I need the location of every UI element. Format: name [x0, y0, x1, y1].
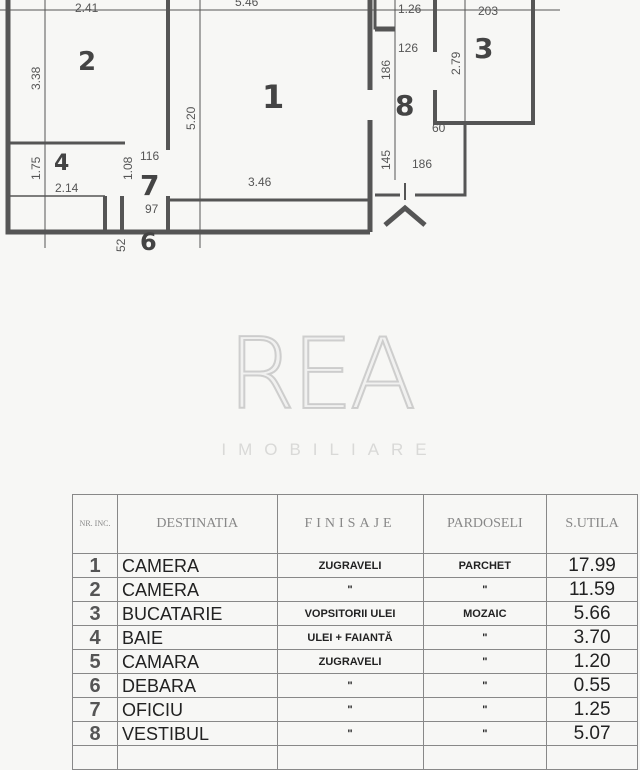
- row-number: 4: [72, 625, 118, 650]
- empty-cell: [72, 745, 118, 770]
- room-finish: ": [276, 673, 424, 698]
- room-area: 11.59: [546, 577, 638, 602]
- room-flooring: ": [422, 673, 548, 698]
- room-area: 1.25: [546, 697, 638, 722]
- room-flooring: PARCHET: [422, 553, 548, 578]
- dim-label: 5.20: [184, 106, 198, 130]
- room-area: 17.99: [546, 553, 638, 578]
- dim-label: 2.79: [449, 51, 463, 75]
- room-finish: ZUGRAVELI: [276, 649, 424, 674]
- empty-cell: [422, 745, 548, 770]
- room-destination: CAMERA: [117, 553, 278, 578]
- room-8-label: 8: [395, 89, 414, 122]
- empty-cell: [546, 745, 638, 770]
- table-row-empty: [72, 745, 638, 770]
- room-destination: OFICIU: [117, 697, 278, 722]
- room-area: 3.70: [546, 625, 638, 650]
- dim-label: 1.08: [121, 156, 135, 180]
- row-number: 3: [72, 601, 118, 626]
- room-1-label: 1: [262, 78, 284, 116]
- row-number: 7: [72, 697, 118, 722]
- room-finish: ": [276, 697, 424, 722]
- room-flooring: ": [422, 721, 548, 746]
- room-area: 5.07: [546, 721, 638, 746]
- dim-label: 3.46: [248, 175, 272, 189]
- dim-label: 60: [432, 121, 446, 135]
- room-flooring: ": [422, 649, 548, 674]
- floor-plan: 2 1 3 4 6 7 8 2.41 5.46 1.26 203 126 60 …: [0, 0, 560, 256]
- dim-label: 203: [478, 4, 498, 18]
- room-area: 5.66: [546, 601, 638, 626]
- room-destination: VESTIBUL: [117, 721, 278, 746]
- table-header: NR. INC. DESTINATIA FINISAJE PARDOSELI S…: [72, 494, 638, 554]
- room-finish: ": [276, 721, 424, 746]
- room-destination: DEBARA: [117, 673, 278, 698]
- dim-label: 5.46: [235, 0, 259, 9]
- row-number: 1: [72, 553, 118, 578]
- room-finish: ULEI + FAIANTĂ: [276, 625, 424, 650]
- room-2-label: 2: [78, 47, 96, 77]
- watermark-logo: REA: [226, 317, 417, 433]
- dim-label: 116: [140, 149, 159, 163]
- room-3-label: 3: [474, 32, 493, 65]
- room-destination: BAIE: [117, 625, 278, 650]
- dim-label: 3.38: [29, 66, 43, 90]
- header-destinatia: DESTINATIA: [117, 494, 278, 554]
- header-nr: NR. INC.: [72, 494, 118, 554]
- room-4-label: 4: [54, 151, 69, 176]
- row-number: 6: [72, 673, 118, 698]
- room-finish: VOPSITORII ULEI: [276, 601, 424, 626]
- dim-label: 97: [145, 202, 159, 216]
- room-area: 0.55: [546, 673, 638, 698]
- watermark-subtitle: IMOBILIARE: [221, 440, 439, 459]
- empty-cell: [276, 745, 424, 770]
- room-destination: BUCATARIE: [117, 601, 278, 626]
- room-flooring: MOZAIC: [422, 601, 548, 626]
- dim-label: 1.75: [29, 156, 43, 180]
- dim-label: 2.14: [55, 181, 79, 195]
- rooms-table: NR. INC. DESTINATIA FINISAJE PARDOSELI S…: [72, 494, 638, 770]
- dim-label: 186: [412, 157, 432, 171]
- header-suprafata-utila: S.UTILA: [546, 494, 638, 554]
- empty-cell: [117, 745, 278, 770]
- row-number: 8: [72, 721, 118, 746]
- room-7-label: 7: [140, 169, 159, 202]
- dim-label: 145: [379, 150, 393, 170]
- room-destination: CAMERA: [117, 577, 278, 602]
- dim-label: 186: [379, 60, 393, 80]
- dim-label: 1.26: [398, 2, 422, 16]
- walls: [0, 0, 560, 248]
- room-6-label: 6: [140, 228, 157, 256]
- room-finish: ": [276, 577, 424, 602]
- room-flooring: ": [422, 577, 548, 602]
- room-destination: CAMARA: [117, 649, 278, 674]
- room-flooring: ": [422, 625, 548, 650]
- row-number: 2: [72, 577, 118, 602]
- room-area: 1.20: [546, 649, 638, 674]
- dim-label: 126: [398, 41, 418, 55]
- dim-label: 52: [114, 238, 128, 252]
- row-number: 5: [72, 649, 118, 674]
- room-finish: ZUGRAVELI: [276, 553, 424, 578]
- dim-label: 2.41: [75, 1, 99, 15]
- header-finisaje: FINISAJE: [276, 494, 424, 554]
- room-flooring: ": [422, 697, 548, 722]
- header-pardoseli: PARDOSELI: [422, 494, 548, 554]
